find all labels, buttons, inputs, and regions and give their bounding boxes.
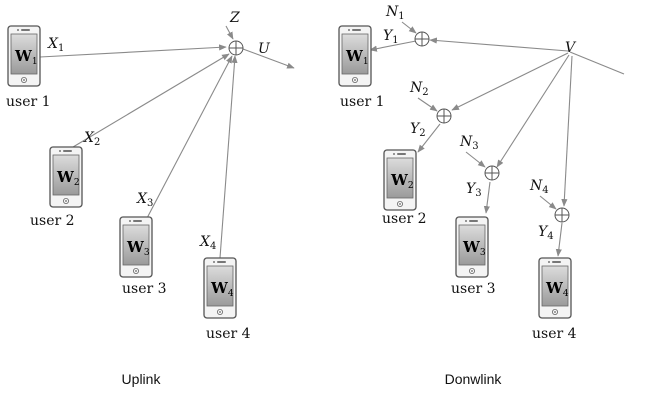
uplink-edge-x1 <box>39 44 227 58</box>
phone-w-label: W1 <box>345 47 369 67</box>
downlink-noise-label-1: N1 <box>385 4 405 22</box>
user-label: user 1 <box>6 94 51 110</box>
uplink-phone-4: W4 user 4 <box>203 257 251 342</box>
downlink-edge-y1 <box>369 40 417 52</box>
downlink-diagram: V N1 N2 N3 N4 Y1 Y2 Y3 Y4 W1 user 1 W2 u… <box>338 4 644 387</box>
downlink-edge-y4 <box>555 222 563 257</box>
phone-w-label: W2 <box>390 171 414 191</box>
uplink-noise-label: Z <box>229 10 240 26</box>
downlink-signal-label-3: Y3 <box>466 181 482 199</box>
uplink-tower-icon <box>258 66 316 150</box>
downlink-phone-1: W1 user 1 <box>338 25 385 110</box>
user-label: user 4 <box>532 326 577 342</box>
uplink-signal-label-4: X4 <box>199 234 216 252</box>
downlink-edge-n1 <box>401 21 417 34</box>
downlink-noise-label-3: N3 <box>459 134 479 152</box>
downlink-edge-y3 <box>483 181 491 214</box>
user-label: user 1 <box>340 94 385 110</box>
downlink-edge-y2 <box>417 123 441 153</box>
downlink-phone-4: W4 user 4 <box>532 257 577 342</box>
uplink-diagram: Z U X1 X2 X3 X4 W1 user 1 W2 user 2 W3 u… <box>6 10 316 387</box>
user-label: user 2 <box>382 211 427 227</box>
user-label: user 3 <box>451 281 496 297</box>
downlink-sum-node-1 <box>414 31 430 47</box>
downlink-sum-node-3 <box>484 165 500 181</box>
uplink-phone-1: W1 user 1 <box>6 25 51 110</box>
phone-w-label: W4 <box>210 279 234 299</box>
downlink-edge-tower <box>569 51 625 75</box>
uplink-signal-label-2: X2 <box>83 130 100 148</box>
downlink-noise-label-2: N2 <box>409 80 429 98</box>
uplink-edge-z <box>225 25 234 40</box>
uplink-output-label: U <box>258 41 271 57</box>
downlink-edge-v-3 <box>496 54 570 168</box>
downlink-broadcast-label: V <box>565 40 577 56</box>
uplink-edge-x3 <box>145 55 233 221</box>
downlink-signal-label-2: Y2 <box>410 121 426 139</box>
downlink-edge-n4 <box>539 195 557 210</box>
uplink-signal-label-3: X3 <box>136 191 153 209</box>
uplink-sum-node <box>228 40 244 56</box>
uplink-edges <box>39 25 295 259</box>
uplink-edge-x2 <box>67 53 230 151</box>
uplink-edge-x4 <box>219 55 238 259</box>
user-label: user 4 <box>206 326 251 342</box>
uplink-caption: Uplink <box>122 371 162 387</box>
downlink-edge-n2 <box>417 97 438 112</box>
downlink-signal-label-1: Y1 <box>383 28 399 46</box>
phone-w-label: W2 <box>56 168 80 188</box>
phone-w-label: W3 <box>126 238 150 258</box>
phone-w-label: W1 <box>14 47 38 67</box>
uplink-phone-3: W3 user 3 <box>119 216 167 297</box>
downlink-edge-v-4 <box>561 55 573 207</box>
phone-w-label: W3 <box>462 238 486 258</box>
uplink-signal-label-1: X1 <box>47 36 64 54</box>
uplink-phone-2: W2 user 2 <box>30 146 83 229</box>
downlink-tower-icon <box>586 66 644 150</box>
downlink-edges <box>369 21 625 257</box>
downlink-edge-n3 <box>465 151 486 168</box>
downlink-edge-v-2 <box>451 52 569 111</box>
downlink-edge-v-1 <box>429 37 569 52</box>
downlink-noise-label-4: N4 <box>529 178 549 196</box>
downlink-phone-3: W3 user 3 <box>451 216 496 297</box>
downlink-caption: Donwlink <box>445 371 503 387</box>
phone-w-label: W4 <box>545 279 569 299</box>
user-label: user 2 <box>30 213 75 229</box>
downlink-sum-node-4 <box>554 207 570 223</box>
downlink-sum-node-2 <box>436 108 452 124</box>
downlink-phone-2: W2 user 2 <box>382 149 427 227</box>
downlink-signal-label-4: Y4 <box>538 224 554 242</box>
user-label: user 3 <box>122 281 167 297</box>
uplink-edge-u <box>242 48 295 69</box>
